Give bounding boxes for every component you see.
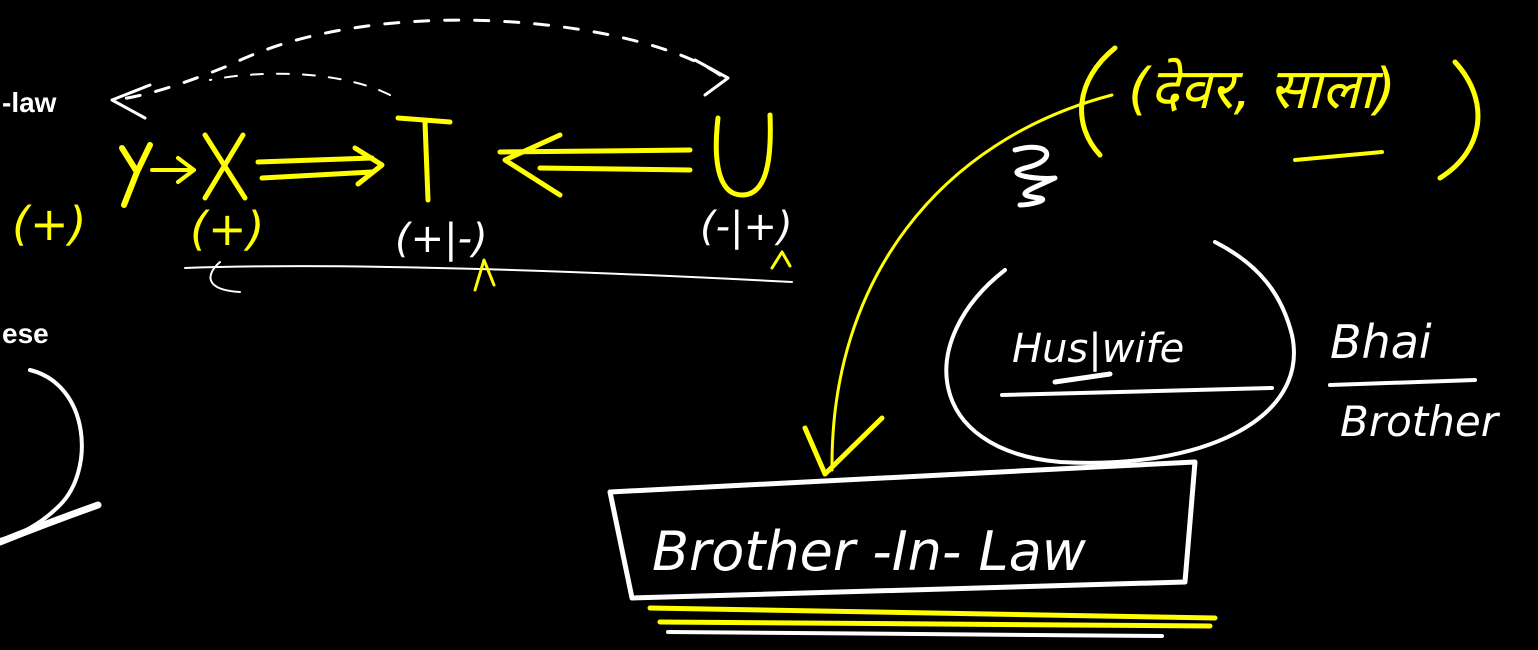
typed-text-ese: ese xyxy=(2,318,49,349)
bhai-fraction-line xyxy=(1328,378,1477,387)
hindi-pair-text: (देवर, साला) xyxy=(1128,57,1396,122)
dashed-arc-arrowhead-right xyxy=(693,58,730,97)
sign-underline-hook xyxy=(209,261,241,293)
arrow-u-to-t xyxy=(497,132,693,198)
node-t-sign: (+|-) xyxy=(395,216,488,262)
scribble xyxy=(1012,144,1058,208)
hindi-underline xyxy=(1293,150,1384,162)
husband-wife-underline-mark xyxy=(1052,371,1113,385)
brother-in-law-underline-white xyxy=(666,630,1164,638)
brother-label: Brother xyxy=(1340,397,1501,446)
bhai-label: Bhai xyxy=(1330,315,1432,369)
node-x-letter xyxy=(202,132,248,201)
dashed-arc xyxy=(113,18,722,102)
link-curve xyxy=(830,93,1114,472)
brother-in-law-underline-yellow xyxy=(647,605,1218,629)
dashed-arc-lower xyxy=(209,72,391,96)
node-y-letter xyxy=(119,142,153,208)
t-up-arrow xyxy=(473,258,496,292)
node-t-letter xyxy=(395,115,453,203)
dashed-arc-arrowhead-left xyxy=(110,83,152,120)
typed-text-law: -law xyxy=(2,87,57,118)
sign-underline xyxy=(184,265,793,283)
node-u-letter xyxy=(713,112,773,198)
node-u-sign: (-|+) xyxy=(700,204,793,250)
hindi-pair-open-paren xyxy=(1079,45,1118,158)
u-up-arrow xyxy=(770,250,792,270)
brother-in-law-label: Brother -In- Law xyxy=(652,520,1087,583)
node-x-sign: (+) xyxy=(190,202,264,256)
hindi-pair-close-paren xyxy=(1437,59,1481,181)
arrow-x-to-t xyxy=(255,145,385,187)
link-curve-arrowhead xyxy=(802,415,885,477)
husband-wife-underline xyxy=(1000,386,1274,397)
brother-in-law-box xyxy=(607,459,1198,601)
node-y-sign: (+) xyxy=(12,197,86,251)
arrow-y-to-x xyxy=(150,156,196,184)
husband-wife-label: Hus|wife xyxy=(1012,326,1184,372)
husband-wife-bowl xyxy=(944,240,1296,465)
left-arc-stroke xyxy=(0,501,102,546)
